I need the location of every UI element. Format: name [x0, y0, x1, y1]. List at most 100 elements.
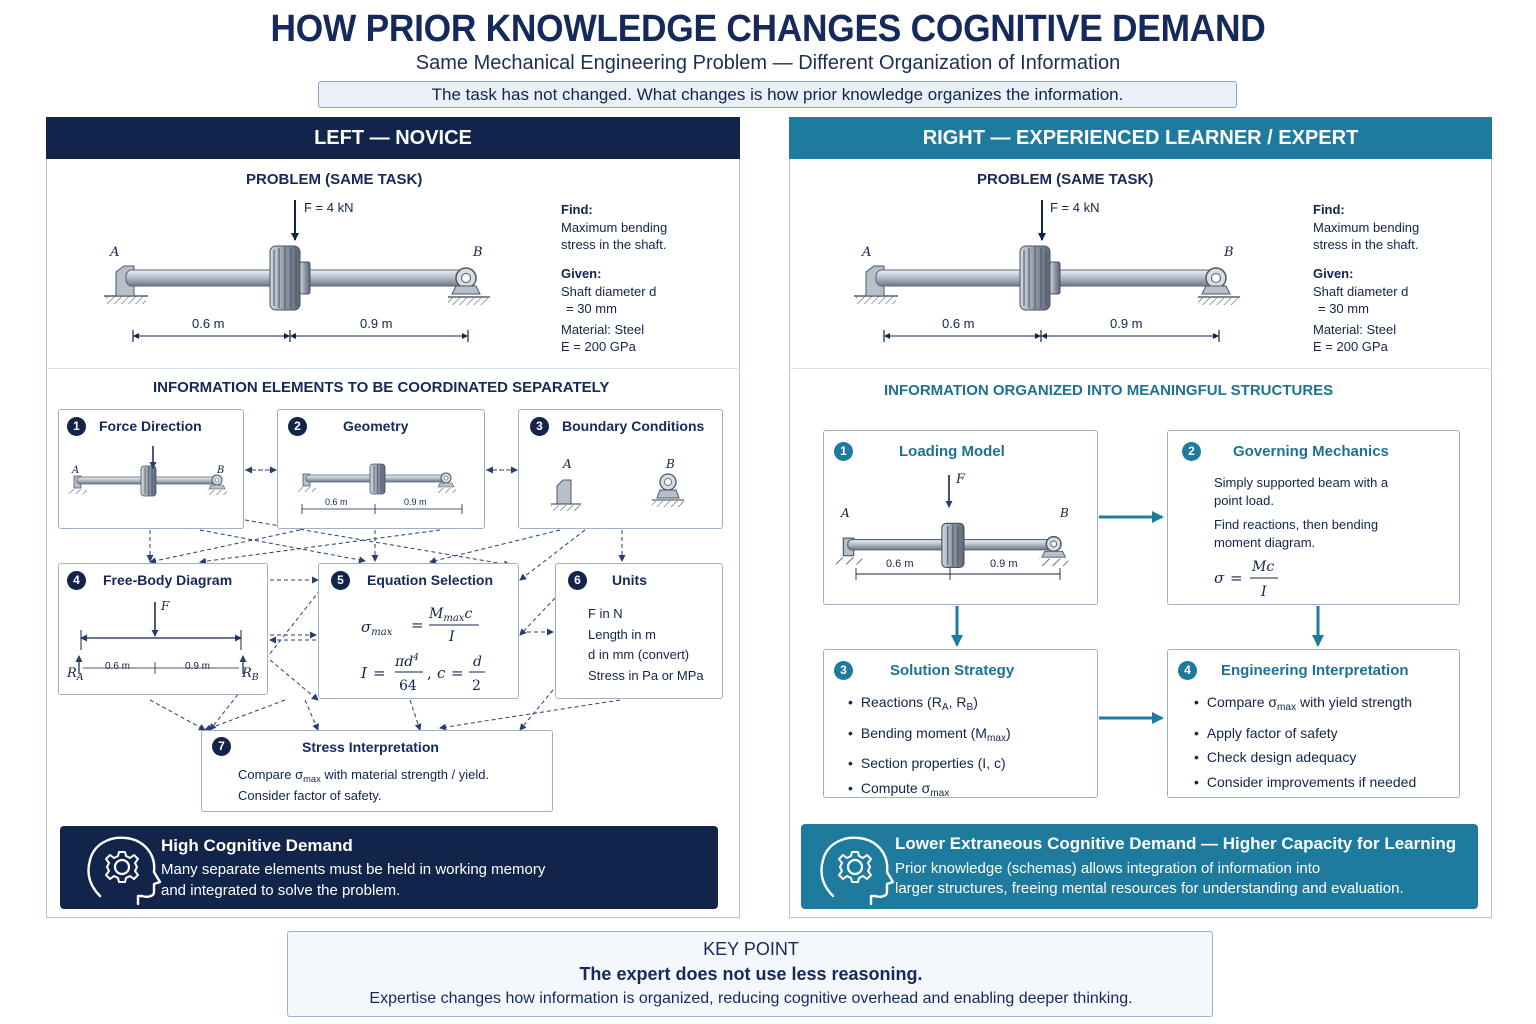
left-given-3: Material: Steel	[561, 322, 645, 337]
svg-text:Mc: Mc	[1251, 559, 1274, 575]
box-number: 4	[1178, 661, 1197, 680]
box-title: Loading Model	[899, 443, 1005, 460]
head-gear-icon	[820, 836, 895, 906]
key-point-line-2: Expertise changes how information is org…	[369, 990, 1133, 1007]
banner-title: Lower Extraneous Cognitive Demand — High…	[895, 834, 1457, 853]
banner-line: and integrated to solve the problem.	[161, 882, 401, 899]
right-problem-heading: PROBLEM (SAME TASK)	[977, 171, 1154, 188]
right-given-3: Material: Steel	[1313, 322, 1397, 337]
right-dim-1: 0.6 m	[942, 316, 975, 331]
page-subtitle: Same Mechanical Engineering Problem — Di…	[415, 52, 1121, 74]
box-number: 3	[834, 661, 853, 680]
strategy-item: Reactions (RA, RB)	[848, 690, 1011, 721]
left-dim-2: 0.9 m	[360, 316, 393, 331]
interpretation-item: Compare σmax with yield strength	[1194, 690, 1416, 721]
element-box-force-direction: 1 Force Direction A B	[58, 409, 244, 529]
mini-dim-2: 0.9 m	[404, 497, 427, 507]
box-title: Units	[612, 572, 647, 588]
interpretation-item: Check design adequacy	[1194, 745, 1416, 770]
box-title: Free-Body Diagram	[103, 572, 233, 588]
mechanics-line: moment diagram.	[1214, 535, 1316, 550]
right-force-label: F = 4 kN	[1050, 200, 1100, 215]
svg-text:=: =	[1230, 569, 1243, 587]
svg-text:=: =	[451, 664, 464, 682]
element-box-boundary-conditions: 3 Boundary Conditions A B	[518, 409, 723, 529]
banner-line: Prior knowledge (schemas) allows integra…	[895, 860, 1321, 877]
mini-label-b: B	[217, 465, 225, 476]
key-point-line-1: The expert does not use less reasoning.	[579, 964, 923, 984]
right-support-a-label: A	[862, 245, 872, 260]
fbd-reaction-b: RB	[242, 666, 259, 683]
left-find-text-2: stress in the shaft.	[561, 237, 667, 252]
loading-label-b: B	[1060, 506, 1069, 520]
right-find-label: Find:	[1313, 202, 1345, 217]
page-title: HOW PRIOR KNOWLEDGE CHANGES COGNITIVE DE…	[270, 8, 1266, 50]
banner-title: High Cognitive Demand	[161, 836, 353, 855]
units-line: Stress in Pa or MPa	[588, 668, 704, 683]
stress-formula: σ = Mc I	[1214, 559, 1278, 600]
box-number: 7	[212, 737, 231, 756]
pin-support-icon	[551, 479, 581, 511]
element-box-units: 6 Units F in N Length in m d in mm (conv…	[555, 563, 723, 699]
left-given-4: E = 200 GPa	[561, 339, 636, 354]
right-given-2: = 30 mm	[1318, 301, 1369, 316]
expert-panel-header: RIGHT — EXPERIENCED LEARNER / EXPERT	[789, 117, 1492, 159]
stress-text-2: Consider factor of safety.	[238, 788, 382, 803]
right-dim-2: 0.9 m	[1110, 316, 1143, 331]
mechanics-line: point load.	[1214, 493, 1274, 508]
fbd-force-label: F	[161, 599, 170, 613]
svg-text:πd4: πd4	[394, 653, 419, 670]
svg-text:64: 64	[399, 678, 417, 694]
schema-box-loading-model: 1 Loading Model F A B 0.6 m 0.9 m	[823, 430, 1098, 605]
box-title: Force Direction	[99, 418, 202, 434]
svg-text:,: ,	[427, 664, 432, 682]
banner-line: Many separate elements must be held in w…	[161, 861, 546, 878]
right-given-4: E = 200 GPa	[1313, 339, 1388, 354]
element-box-equation-selection: 5 Equation Selection σmax = Mmaxc I I = …	[318, 563, 519, 699]
left-given-1: Shaft diameter d	[561, 284, 657, 299]
left-given-2: = 30 mm	[566, 301, 617, 316]
units-line: Length in m	[588, 627, 656, 642]
mini-dimension-line	[301, 504, 463, 514]
box-title: Solution Strategy	[890, 662, 1015, 679]
lower-demand-banner: Lower Extraneous Cognitive Demand — High…	[801, 824, 1478, 909]
roller-support-icon	[652, 473, 684, 507]
mechanics-line: Find reactions, then bending	[1214, 517, 1379, 532]
box-title: Engineering Interpretation	[1221, 662, 1409, 679]
loading-label-a: A	[841, 506, 850, 520]
left-force-label: F = 4 kN	[304, 200, 354, 215]
fbd-reaction-a: RA	[67, 666, 84, 683]
high-demand-banner: High Cognitive Demand Many separate elem…	[60, 826, 718, 909]
svg-text:σ: σ	[1214, 569, 1225, 587]
interpretation-item: Consider improvements if needed	[1194, 770, 1416, 795]
right-divider	[791, 368, 1490, 369]
right-given-1: Shaft diameter d	[1313, 284, 1409, 299]
right-support-b-label: B	[1224, 245, 1234, 260]
schema-box-governing-mechanics: 2 Governing Mechanics Simply supported b…	[1167, 430, 1460, 605]
left-support-a-label: A	[110, 245, 120, 260]
right-section-heading: INFORMATION ORGANIZED INTO MEANINGFUL ST…	[884, 382, 1334, 399]
box-number: 2	[288, 417, 307, 436]
svg-text:I: I	[448, 629, 455, 645]
bending-stress-equations: σmax = Mmaxc I I = πd4 64 , c = d 2	[360, 606, 485, 694]
key-point-box: KEY POINT The expert does not use less r…	[287, 931, 1213, 1017]
left-force-arrow	[291, 200, 299, 241]
support-label-a: A	[563, 457, 572, 471]
loading-force-arrow	[945, 475, 953, 508]
loading-force-label: F	[956, 472, 966, 487]
left-find-label: Find:	[561, 202, 593, 217]
right-find-text-2: stress in the shaft.	[1313, 237, 1419, 252]
stress-text-1: Compare σmax with material strength / yi…	[238, 767, 490, 784]
loading-dim-1: 0.6 m	[886, 558, 914, 570]
left-dim-1: 0.6 m	[192, 316, 225, 331]
interpretation-item: Apply factor of safety	[1194, 721, 1416, 746]
left-problem-heading: PROBLEM (SAME TASK)	[246, 171, 423, 188]
left-dimension-line	[132, 330, 469, 342]
right-dimension-line	[883, 330, 1220, 342]
svg-text:c: c	[437, 664, 446, 682]
box-number: 5	[331, 571, 350, 590]
loading-dimension-line	[855, 568, 1061, 580]
strategy-item: Bending moment (Mmax)	[848, 721, 1011, 752]
fbd-diagram	[75, 602, 247, 674]
